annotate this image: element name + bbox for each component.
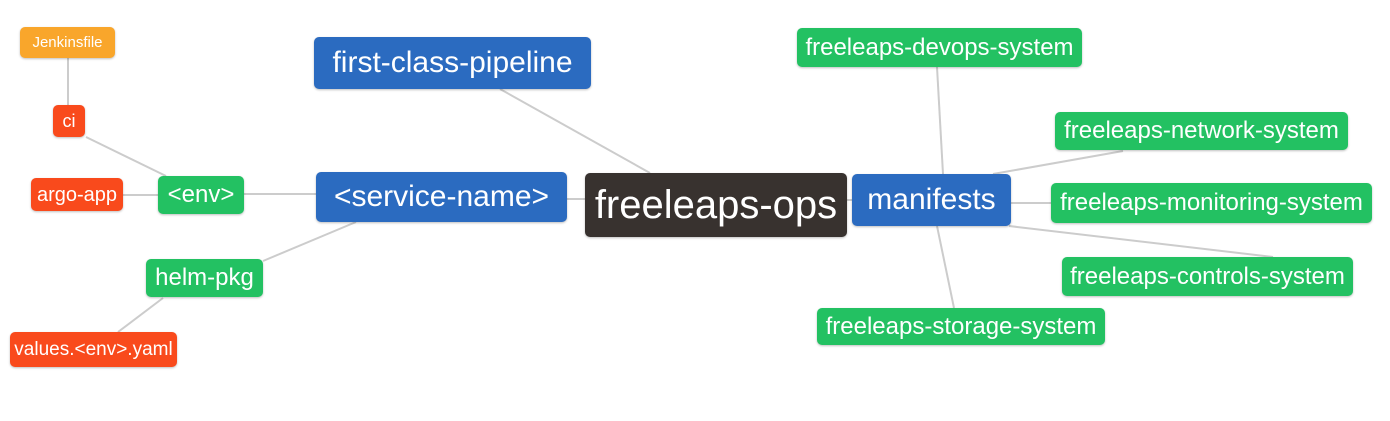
- edge-ci-env: [85, 136, 167, 177]
- node-values-env-yaml[interactable]: values.<env>.yaml: [10, 332, 177, 367]
- node-label: freeleaps-ops: [594, 183, 838, 227]
- node-label: freeleaps-controls-system: [1070, 262, 1345, 290]
- node-label: values.<env>.yaml: [14, 339, 173, 360]
- node-controls-system[interactable]: freeleaps-controls-system: [1062, 257, 1353, 296]
- node-storage-system[interactable]: freeleaps-storage-system: [817, 308, 1105, 345]
- node-monitoring-system[interactable]: freeleaps-monitoring-system: [1051, 183, 1372, 223]
- node-label: first-class-pipeline: [332, 46, 573, 79]
- node-label: argo-app: [36, 183, 118, 206]
- edge-helm-pkg-service-name: [262, 221, 357, 262]
- node-label: ci: [62, 111, 76, 131]
- node-env[interactable]: <env>: [158, 176, 244, 214]
- edge-manifests-network-system: [992, 150, 1124, 175]
- node-network-system[interactable]: freeleaps-network-system: [1055, 112, 1348, 150]
- node-service-name[interactable]: <service-name>: [316, 172, 567, 222]
- node-label: freeleaps-monitoring-system: [1060, 189, 1363, 216]
- edge-manifests-storage-system: [936, 225, 955, 309]
- node-freeleaps-ops[interactable]: freeleaps-ops: [585, 173, 847, 237]
- node-label: freeleaps-network-system: [1064, 117, 1339, 144]
- node-label: manifests: [867, 183, 996, 216]
- node-label: helm-pkg: [155, 264, 254, 291]
- node-jenkinsfile[interactable]: Jenkinsfile: [20, 27, 115, 58]
- edge-values-env-yaml-helm-pkg: [117, 297, 164, 333]
- node-devops-system[interactable]: freeleaps-devops-system: [797, 28, 1082, 67]
- edge-manifests-controls-system: [1008, 225, 1274, 258]
- node-label: <env>: [167, 181, 235, 208]
- node-label: Jenkinsfile: [32, 34, 103, 51]
- node-label: <service-name>: [333, 180, 550, 213]
- node-manifests[interactable]: manifests: [852, 174, 1011, 226]
- edge-first-class-pipeline-freeleaps-ops: [499, 88, 651, 174]
- node-label: freeleaps-devops-system: [805, 33, 1074, 61]
- node-ci[interactable]: ci: [53, 105, 85, 137]
- edge-manifests-devops-system: [936, 66, 944, 175]
- node-helm-pkg[interactable]: helm-pkg: [146, 259, 263, 297]
- node-first-class-pipeline[interactable]: first-class-pipeline: [314, 37, 591, 89]
- node-argo-app[interactable]: argo-app: [31, 178, 123, 211]
- node-label: freeleaps-storage-system: [825, 312, 1097, 340]
